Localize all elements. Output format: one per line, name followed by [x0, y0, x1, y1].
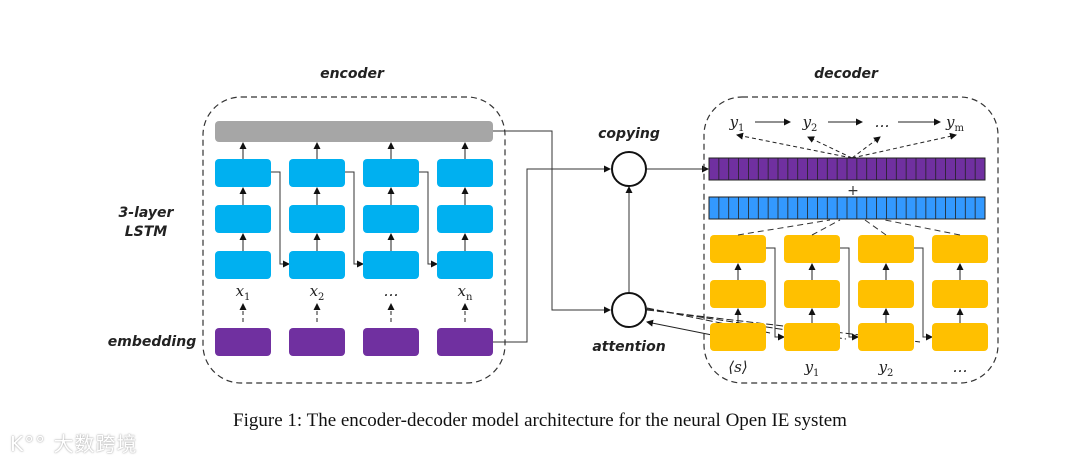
attention-distribution-bar	[708, 196, 986, 220]
decoder-input-label: y2	[878, 358, 894, 379]
encoder-lstm-cell	[289, 251, 345, 279]
recurrent-connection	[914, 247, 933, 341]
decoder-boundary	[703, 96, 999, 384]
encoder-output-bar	[215, 121, 493, 142]
encoder-lstm-cell	[289, 205, 345, 233]
attention-input-dashed	[737, 219, 831, 236]
layer-label-line1: 3-layer	[119, 205, 175, 221]
recurrent-connection	[271, 171, 290, 268]
encoder-input-label: …	[384, 282, 399, 300]
encoder-lstm-cell	[437, 205, 493, 233]
encoder-lstm-cell	[215, 251, 271, 279]
attention-node	[611, 292, 647, 328]
decoder-title: decoder	[814, 66, 879, 82]
encoder-lstm-cell	[363, 205, 419, 233]
watermark-logo: K°° 大数跨境	[10, 432, 138, 456]
layer-label-line2: LSTM	[125, 224, 168, 240]
encoder-lstm-cell	[215, 205, 271, 233]
recurrent-connection	[766, 247, 785, 341]
encoder-title: encoder	[320, 66, 385, 82]
decoder-output-label: ym	[945, 113, 964, 134]
embedding-cell	[289, 328, 345, 356]
decoder-lstm-cell	[858, 323, 914, 351]
figure-caption: Figure 1: The encoder-decoder model arch…	[233, 410, 847, 431]
attention-input-dashed	[884, 219, 961, 236]
copying-label: copying	[598, 126, 660, 142]
encoder-lstm-cell	[363, 159, 419, 187]
embedding-label: embedding	[108, 334, 196, 350]
embedding-cell	[215, 328, 271, 356]
attention-input-dashed	[811, 219, 841, 236]
decoder-lstm-cell	[784, 323, 840, 351]
output-dashed-arrow	[736, 132, 853, 159]
encoder-boundary	[202, 96, 506, 384]
decoder-lstm-cell	[710, 280, 766, 308]
encoder-lstm-cell	[437, 159, 493, 187]
attention-input-dashed	[864, 219, 887, 236]
attention-dashed-link	[646, 309, 921, 343]
embedding-to-copying-line	[493, 165, 611, 343]
decoder-input-labels: ⟨s⟩ y1 y2 …	[728, 358, 967, 379]
decoder-lstm-cell	[932, 280, 988, 308]
output-dashed-arrow	[851, 136, 881, 159]
decoder-lstm-cell	[784, 280, 840, 308]
decoder-lstm-cell	[784, 235, 840, 263]
encoder-input-label: xn	[458, 282, 473, 303]
decoder-input-label: y1	[804, 358, 820, 379]
decoder-input-label: ⟨s⟩	[728, 358, 747, 376]
encoder-lstm-cell	[289, 159, 345, 187]
output-dashed-arrow	[851, 132, 957, 159]
decoder-to-attention-arrow	[646, 319, 713, 336]
decoder-lstm-cell	[710, 323, 766, 351]
decoder-output-label: y2	[802, 113, 818, 134]
decoder-input-label: …	[953, 358, 968, 376]
decoder-lstm-cell	[932, 323, 988, 351]
decoder-output-label: y1	[729, 113, 745, 134]
recurrent-connection	[345, 171, 364, 268]
encoder-input-label: x2	[310, 282, 325, 303]
embedding-cell	[437, 328, 493, 356]
recurrent-connection	[419, 171, 438, 268]
attention-label: attention	[592, 339, 665, 355]
encoder-input-label: x1	[236, 282, 251, 303]
encoder-to-attention-line	[493, 130, 611, 314]
recurrent-connection	[840, 247, 859, 341]
encoder-lstm-cell	[363, 251, 419, 279]
copying-node	[611, 151, 647, 187]
decoder-lstm-cell	[858, 235, 914, 263]
decoder-lstm-cell	[710, 235, 766, 263]
decoder-lstm-cell	[932, 235, 988, 263]
encoder-input-labels: x1 x2 … xn	[236, 282, 473, 303]
decoder-lstm-cell	[858, 280, 914, 308]
encoder-lstm-cell	[215, 159, 271, 187]
encoder-lstm-cell	[437, 251, 493, 279]
copy-distribution-bar	[708, 157, 986, 181]
decoder-output-label: …	[875, 113, 890, 131]
embedding-cell	[363, 328, 419, 356]
decoder-output-labels: y1 y2 … ym	[729, 113, 965, 159]
output-dashed-arrow	[807, 136, 853, 159]
decoder-lstm-grid	[710, 219, 988, 351]
plus-sign: +	[847, 183, 859, 199]
encoder-lstm-grid	[215, 142, 493, 356]
